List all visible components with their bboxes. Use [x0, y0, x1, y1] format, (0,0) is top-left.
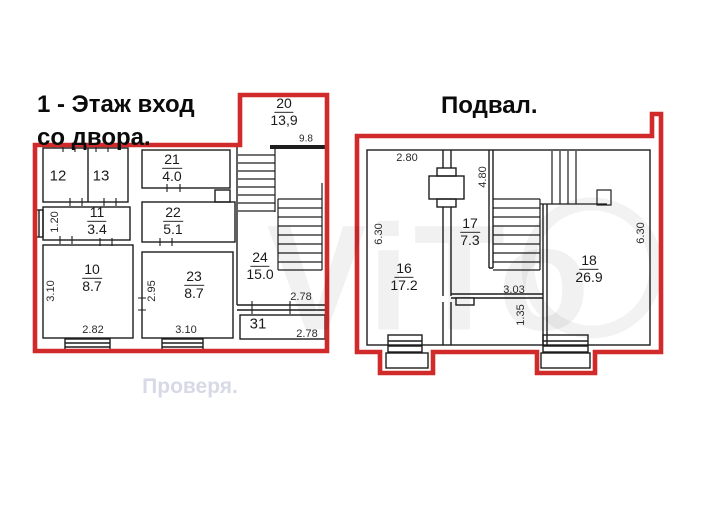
- room-24-number: 24: [250, 248, 270, 267]
- room-23-label: 23 8.7: [184, 267, 204, 301]
- red-outline-basement: [354, 111, 664, 376]
- room-22-number: 22: [163, 203, 183, 222]
- dim-basement-mid: 3.03: [503, 284, 525, 296]
- room-17-number: 17: [460, 214, 480, 233]
- room-10-number: 10: [82, 260, 102, 279]
- floor1-title-line1: 1 - Этаж вход: [37, 91, 195, 118]
- room-16-area: 17.2: [390, 276, 418, 293]
- dim-basement-shaft: 4.80: [477, 166, 489, 188]
- basement-title: Подвал.: [441, 92, 538, 119]
- room-21-label: 21 4.0: [162, 150, 182, 184]
- watermark-note: Проверя.: [142, 375, 238, 398]
- room-11-number: 11: [87, 203, 107, 222]
- room-12-label: 12: [49, 167, 67, 185]
- dim-room20-side: 9.8: [299, 133, 313, 145]
- dim-room31-width: 2.78: [296, 328, 318, 340]
- room-23-number: 23: [184, 267, 204, 286]
- basement-walls: [366, 149, 651, 369]
- room-11-label: 11 3.4: [87, 203, 107, 237]
- wall-18-left: [542, 204, 548, 345]
- dim-room23-left: 2.95: [146, 280, 158, 302]
- room-22-walls: [141, 201, 236, 243]
- dim-room10-left: 3.10: [45, 280, 57, 302]
- stair-post: [596, 189, 612, 206]
- window-basement-left-icon: [385, 334, 429, 369]
- room-20-number: 20: [274, 94, 294, 113]
- room-22-area: 5.1: [163, 220, 183, 237]
- dim-room10-bottom: 2.82: [82, 324, 104, 336]
- chimney-column-icon: [428, 167, 465, 208]
- room-17-label: 17 7.3: [460, 214, 480, 248]
- room-10-walls: [42, 244, 134, 339]
- room-18-number: 18: [579, 251, 599, 270]
- room-10-area: 8.7: [82, 277, 102, 294]
- floor1-stairs-icon: [238, 147, 323, 271]
- room-20-label: 20 13,9: [270, 94, 298, 128]
- dim-basement-top: 2.80: [396, 152, 418, 164]
- window-basement-right-icon: [540, 334, 591, 369]
- room-12-13-walls: [42, 147, 129, 203]
- room-16-label: 16 17.2: [390, 259, 418, 293]
- basement-inner-walls: [366, 149, 651, 346]
- floor1-title: 1 - Этаж вход со двора.: [37, 88, 195, 154]
- room-21-number: 21: [162, 150, 182, 169]
- dim-basement-left: 6.30: [373, 223, 385, 245]
- room-21-walls: [141, 149, 231, 189]
- room-24-area: 15.0: [246, 265, 274, 282]
- room-18-area: 26.9: [575, 268, 603, 285]
- room-24-label: 24 15.0: [246, 248, 274, 282]
- dim-room11-left: 1.20: [49, 211, 61, 233]
- room-22-label: 22 5.1: [163, 203, 183, 237]
- floor1-title-line2: со двора.: [37, 124, 151, 151]
- red-outline-floor1: [32, 92, 330, 354]
- room-23-area: 8.7: [184, 284, 204, 301]
- floor1-door-ticks: [59, 144, 291, 314]
- room-20-area: 13,9: [270, 111, 298, 128]
- dim-room24-width: 2.78: [290, 291, 312, 303]
- basement-stairs-icon: [493, 151, 612, 271]
- wall-17-right: [488, 150, 494, 269]
- room-10-label: 10 8.7: [82, 260, 102, 294]
- room-16-number: 16: [394, 259, 414, 278]
- room-17-area: 7.3: [460, 231, 480, 248]
- room-23-walls: [141, 251, 234, 339]
- dim-basement-lower: 1.35: [515, 304, 527, 326]
- room-13-label: 13: [92, 167, 110, 185]
- wall-pier: [214, 189, 231, 203]
- dim-basement-right: 6.30: [635, 222, 647, 244]
- room-18-label: 18 26.9: [575, 251, 603, 285]
- wall-hall-bottom: [237, 304, 327, 311]
- door-leaf: [455, 297, 475, 306]
- wall-shaft: [442, 150, 452, 345]
- room-11-area: 3.4: [87, 220, 107, 237]
- room-21-area: 4.0: [162, 167, 182, 184]
- dim-room23-bottom: 3.10: [175, 324, 197, 336]
- room-31-label: 31: [249, 315, 267, 333]
